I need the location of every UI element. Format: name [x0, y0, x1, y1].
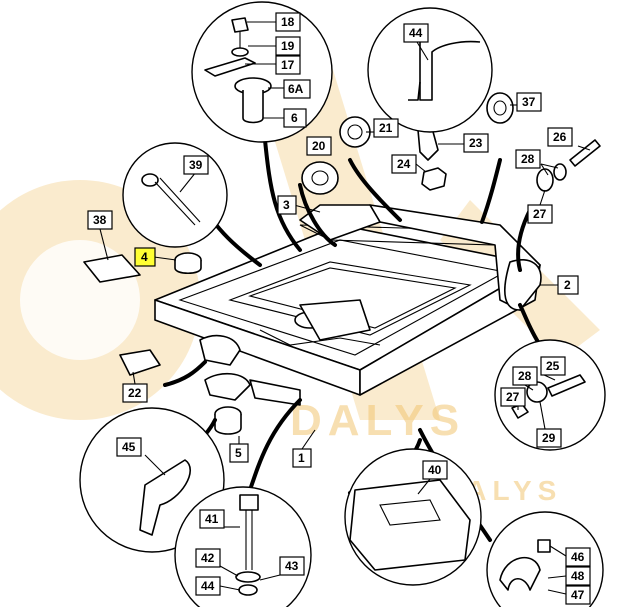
part-5-bushing — [214, 406, 242, 435]
svg-text:1: 1 — [298, 451, 305, 465]
svg-text:38: 38 — [93, 213, 107, 227]
svg-text:28: 28 — [518, 369, 532, 383]
callout-29: 29 — [536, 401, 562, 448]
svg-text:24: 24 — [397, 157, 411, 171]
part-23-tube — [417, 127, 439, 161]
svg-text:27: 27 — [506, 390, 520, 404]
callout-43: 43 — [259, 556, 305, 581]
svg-text:44: 44 — [409, 26, 423, 40]
callout-26: 26 — [547, 127, 591, 151]
callout-38: 38 — [87, 210, 113, 261]
callout-39: 39 — [179, 155, 209, 193]
part-22-fitting — [119, 349, 161, 376]
svg-text:20: 20 — [312, 139, 326, 153]
seat-frame — [154, 204, 542, 406]
callout-28-bottom: 28 — [512, 366, 538, 391]
callout-22: 22 — [122, 371, 148, 403]
callout-27-bottom: 27 — [500, 387, 526, 410]
svg-text:6: 6 — [291, 111, 298, 125]
svg-text:21: 21 — [379, 121, 393, 135]
callout-3: 3 — [277, 195, 321, 215]
svg-text:17: 17 — [281, 58, 295, 72]
callout-21: 21 — [366, 118, 399, 138]
svg-text:18: 18 — [281, 15, 295, 29]
svg-text:37: 37 — [522, 95, 536, 109]
svg-text:27: 27 — [533, 207, 547, 221]
callout-40: 40 — [417, 460, 448, 495]
svg-text:48: 48 — [571, 569, 585, 583]
svg-text:46: 46 — [571, 550, 585, 564]
callout-23: 23 — [438, 133, 489, 153]
part-24-nut — [421, 167, 447, 191]
callout-47: 47 — [547, 585, 591, 605]
svg-text:6A: 6A — [288, 82, 304, 96]
svg-text:4: 4 — [141, 250, 148, 264]
callout-24: 24 — [391, 154, 427, 174]
callout-19: 19 — [248, 36, 301, 56]
callout-17: 17 — [245, 55, 301, 75]
svg-text:22: 22 — [128, 386, 142, 400]
svg-text:43: 43 — [285, 559, 299, 573]
svg-text:5: 5 — [235, 446, 242, 460]
callout-28-top: 28 — [515, 149, 559, 176]
svg-text:19: 19 — [281, 39, 295, 53]
watermark-text-large: DALYS — [290, 396, 465, 445]
callout-45: 45 — [116, 437, 166, 476]
svg-text:44: 44 — [201, 579, 215, 593]
callout-25: 25 — [540, 356, 566, 381]
callout-4: 4 — [134, 247, 177, 267]
callout-42: 42 — [195, 548, 239, 577]
detail-circle-left — [122, 142, 228, 248]
callout-37: 37 — [510, 92, 542, 112]
callout-48: 48 — [547, 566, 591, 586]
callout-6A: 6A — [268, 79, 311, 99]
svg-text:39: 39 — [189, 158, 203, 172]
svg-text:47: 47 — [571, 588, 585, 602]
callout-44-top: 44 — [403, 23, 429, 61]
svg-text:28: 28 — [521, 152, 535, 166]
callout-44-bottom: 44 — [195, 576, 241, 596]
callout-5: 5 — [229, 436, 249, 463]
callout-46: 46 — [549, 545, 591, 567]
svg-text:29: 29 — [542, 431, 556, 445]
callout-41: 41 — [199, 509, 240, 529]
detail-circle-top-left — [191, 1, 333, 143]
detail-circle-bottom-center — [344, 448, 482, 586]
detail-circle-top-center — [367, 7, 493, 133]
svg-text:25: 25 — [546, 359, 560, 373]
svg-text:45: 45 — [122, 440, 136, 454]
svg-text:41: 41 — [205, 512, 219, 526]
svg-text:42: 42 — [201, 551, 215, 565]
part-21-grommet — [339, 116, 371, 148]
svg-text:3: 3 — [283, 198, 290, 212]
part-38-pad — [83, 254, 141, 283]
svg-text:26: 26 — [553, 130, 567, 144]
callout-1: 1 — [292, 429, 316, 468]
callout-20: 20 — [306, 136, 332, 156]
callout-6: 6 — [263, 108, 307, 128]
part-37-grommet — [486, 92, 514, 124]
svg-text:23: 23 — [469, 136, 483, 150]
callout-18: 18 — [247, 12, 301, 32]
svg-text:2: 2 — [564, 278, 571, 292]
svg-text:40: 40 — [428, 463, 442, 477]
part-4-bushing — [174, 252, 202, 275]
callout-2: 2 — [540, 275, 579, 295]
part-20-grommet — [301, 161, 339, 195]
callout-27-top: 27 — [527, 189, 553, 224]
